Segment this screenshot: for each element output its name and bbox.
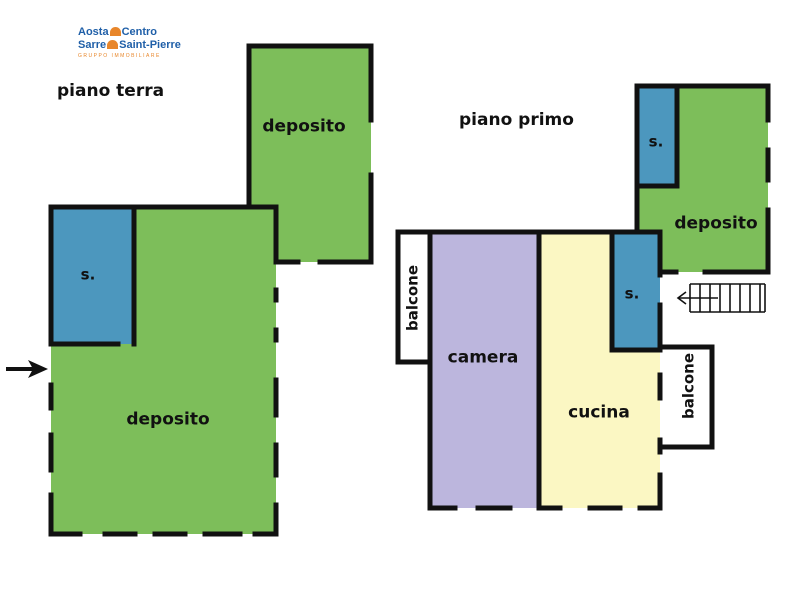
room-bagno-ground	[52, 208, 134, 344]
room-camera	[430, 232, 539, 508]
agency-logo: Aosta Centro Sarre Saint-Pierre GRUPPO IMM…	[78, 26, 188, 59]
label-cucina: cucina	[568, 402, 630, 423]
room-bagno-first	[612, 232, 660, 350]
floor-title-ground: piano terra	[57, 81, 165, 101]
logo-text-saint-pierre: Saint-Pierre	[119, 39, 181, 51]
room-bagno-first-top	[638, 87, 677, 186]
label-bagno-ground: s.	[80, 265, 96, 284]
logo-text-centro: Centro	[121, 26, 158, 38]
label-balcone-right: balcone	[679, 352, 698, 420]
logo-roof-icon	[107, 40, 119, 49]
label-deposito-upper: deposito	[262, 116, 346, 137]
label-deposito-first: deposito	[674, 213, 758, 234]
walls-first-floor	[395, 83, 771, 511]
label-balcone-left: balcone	[403, 264, 422, 332]
logo-text-sarre: Sarre	[78, 39, 107, 51]
logo-roof-icon	[109, 27, 121, 36]
floor-title-first: piano primo	[459, 110, 574, 130]
label-bagno-first: s.	[624, 284, 640, 303]
watermark-house-icon	[287, 426, 339, 478]
watermark-text: casa.it	[290, 418, 425, 467]
stairs-icon	[676, 283, 766, 313]
entrance-arrow-icon	[6, 360, 48, 378]
label-camera: camera	[447, 347, 519, 368]
walls-ground-floor	[48, 43, 374, 537]
logo-subline: GRUPPO IMMOBILIARE	[78, 53, 161, 59]
label-bagno-first-top: s.	[648, 132, 664, 151]
label-deposito-main: deposito	[126, 409, 210, 430]
logo-text-aosta: Aosta	[78, 26, 109, 38]
